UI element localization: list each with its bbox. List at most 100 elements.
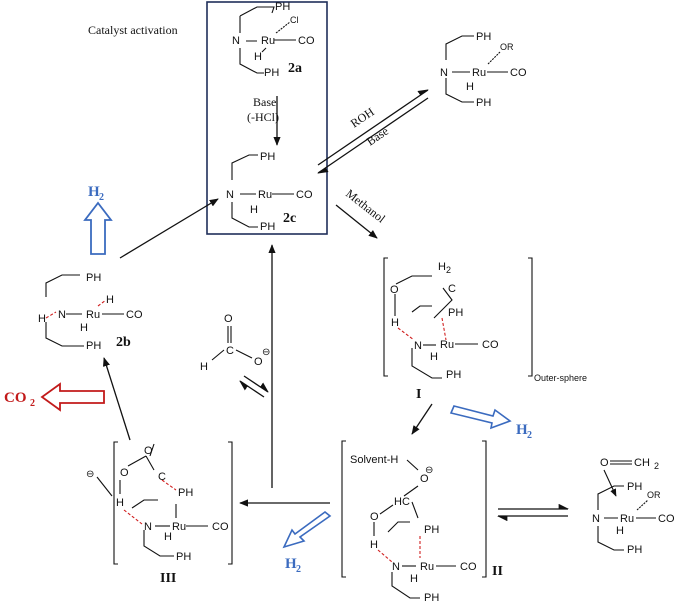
- svg-text:H: H: [410, 573, 418, 585]
- svg-text:PH: PH: [86, 272, 101, 284]
- svg-text:2b: 2b: [116, 335, 131, 350]
- h2-label-2b: H: [88, 184, 100, 200]
- svg-text:H: H: [200, 361, 208, 373]
- svg-text:Outer-sphere: Outer-sphere: [534, 373, 587, 383]
- methanol-label: Methanol: [343, 186, 388, 226]
- complex-alkoxide: N Ru PH PH CO OR H: [440, 31, 527, 109]
- h2-label-I: H: [516, 422, 528, 438]
- svg-text:Cl: Cl: [290, 15, 299, 25]
- step-arrow-2b-2c: [119, 198, 219, 259]
- svg-text:H: H: [391, 317, 399, 329]
- base-arrow: [317, 97, 429, 174]
- svg-text:CO: CO: [460, 561, 477, 573]
- svg-text:2: 2: [654, 461, 659, 471]
- svg-text:O: O: [254, 356, 263, 368]
- svg-text:H: H: [164, 531, 172, 543]
- co2-label: CO: [4, 390, 27, 406]
- svg-text:⊖: ⊖: [262, 347, 270, 358]
- svg-text:Ru: Ru: [172, 521, 186, 533]
- svg-text:Ru: Ru: [86, 309, 100, 321]
- svg-text:O: O: [224, 313, 233, 325]
- svg-text:CO: CO: [658, 513, 675, 525]
- formate-eq-arrow-2: [239, 380, 265, 398]
- svg-text:PH: PH: [260, 221, 275, 233]
- svg-text:O: O: [600, 457, 609, 469]
- svg-text:N: N: [414, 340, 422, 352]
- h2-label-II: H: [285, 556, 297, 572]
- h2-release-arrow-2b: [83, 201, 113, 255]
- catalyst-activation-label: Catalyst activation: [88, 23, 178, 37]
- methanol-arrow: [335, 204, 378, 239]
- svg-text:2: 2: [30, 398, 35, 409]
- svg-text:N: N: [592, 513, 600, 525]
- svg-text:⊖: ⊖: [425, 465, 433, 476]
- svg-text:OR: OR: [500, 42, 514, 52]
- base-label: Base: [253, 95, 276, 109]
- svg-text:PH: PH: [627, 481, 642, 493]
- svg-text:PH: PH: [476, 31, 491, 43]
- svg-text:H: H: [438, 261, 446, 273]
- svg-text:I: I: [416, 387, 421, 402]
- svg-text:N: N: [232, 35, 240, 47]
- svg-text:Solvent-H: Solvent-H: [350, 454, 398, 466]
- svg-text:2a: 2a: [288, 61, 302, 76]
- svg-text:Ru: Ru: [620, 513, 634, 525]
- step-arrow-III-2b: [103, 357, 131, 441]
- svg-text:C: C: [158, 471, 166, 483]
- complex-III: ⊖ O O H C PH N Ru PH CO H III: [86, 441, 233, 586]
- svg-text:PH: PH: [86, 340, 101, 352]
- roh-label: ROH: [348, 105, 377, 131]
- svg-text:N: N: [440, 67, 448, 79]
- svg-text:PH: PH: [275, 1, 290, 13]
- svg-text:O: O: [370, 511, 379, 523]
- svg-text:N: N: [144, 521, 152, 533]
- svg-text:H: H: [116, 497, 124, 509]
- svg-text:H: H: [254, 51, 262, 63]
- svg-text:Ru: Ru: [261, 35, 275, 47]
- svg-text:CO: CO: [212, 521, 229, 533]
- complex-II: Solvent-H O ⊖ HC O H PH N Ru PH CO H II: [341, 440, 503, 604]
- co2-release-arrow: [40, 382, 105, 412]
- svg-text:H: H: [370, 539, 378, 551]
- svg-text:O: O: [390, 284, 399, 296]
- step-arrow-I-II: [411, 403, 433, 435]
- svg-text:PH: PH: [260, 151, 275, 163]
- svg-text:O: O: [144, 445, 153, 457]
- formate-ion: O C H O ⊖: [200, 313, 270, 373]
- svg-text:PH: PH: [264, 67, 279, 79]
- roh-arrow: [317, 89, 429, 166]
- svg-text:II: II: [492, 564, 503, 579]
- svg-text:OR: OR: [647, 490, 661, 500]
- svg-text:2: 2: [527, 430, 532, 441]
- svg-text:N: N: [392, 561, 400, 573]
- svg-text:PH: PH: [178, 487, 193, 499]
- svg-text:PH: PH: [448, 307, 463, 319]
- svg-text:HC: HC: [394, 496, 410, 508]
- activation-box: [206, 1, 328, 235]
- svg-text:Ru: Ru: [258, 189, 272, 201]
- complex-2a: N Ru PH PH CO Cl H 2a: [232, 1, 315, 79]
- svg-text:N: N: [58, 309, 66, 321]
- svg-text:H: H: [430, 351, 438, 363]
- svg-text:CO: CO: [510, 67, 527, 79]
- svg-text:H: H: [250, 204, 258, 216]
- svg-text:CO: CO: [298, 35, 315, 47]
- svg-text:H: H: [106, 294, 114, 306]
- formate-eq-arrow-1: [243, 375, 269, 393]
- complex-formaldehyde: O CH 2 N Ru PH PH CO OR H: [592, 457, 675, 556]
- svg-text:CO: CO: [296, 189, 313, 201]
- svg-text:CH: CH: [634, 457, 650, 469]
- svg-text:2: 2: [296, 564, 301, 575]
- minus-hcl-label: (-HCl): [247, 110, 279, 124]
- svg-text:III: III: [160, 571, 176, 586]
- svg-text:2c: 2c: [283, 211, 296, 226]
- svg-text:C: C: [448, 283, 456, 295]
- svg-text:CO: CO: [126, 309, 143, 321]
- svg-text:PH: PH: [627, 544, 642, 556]
- svg-text:O: O: [420, 473, 429, 485]
- svg-text:2: 2: [99, 192, 104, 203]
- complex-2c: N Ru PH PH CO H 2c: [226, 151, 313, 233]
- svg-text:H: H: [38, 313, 46, 325]
- svg-text:CO: CO: [482, 339, 499, 351]
